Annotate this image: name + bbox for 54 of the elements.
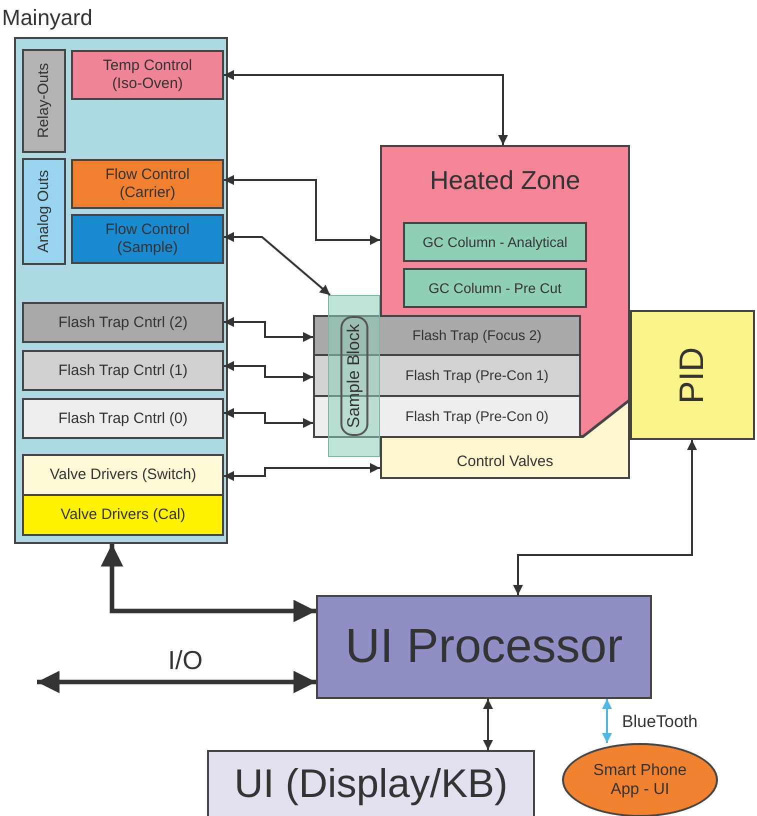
flow-control-box <box>71 214 224 264</box>
arrow <box>100 544 316 622</box>
gc-column-box <box>403 222 587 262</box>
ui-processor-box <box>316 595 652 699</box>
gc-column-box-text: GC Column - Pre Cut <box>428 280 562 296</box>
gc-column-box <box>403 268 587 308</box>
arrow <box>224 463 380 481</box>
arrow <box>224 361 313 382</box>
temp-control-box-text: Temp Control (Iso-Oven) <box>102 57 194 93</box>
sample-block-panel <box>328 295 380 457</box>
gc-column-box-text: GC Column - Analytical <box>422 234 568 250</box>
valve-driver-box-text: Valve Drivers (Switch) <box>50 466 196 484</box>
edge-label: I/O <box>168 645 203 676</box>
valve-driver-box-text: Valve Drivers (Cal) <box>60 506 186 524</box>
flow-control-box-text: Flow Control (Carrier) <box>104 166 191 202</box>
arrow <box>224 317 313 342</box>
arrow <box>224 232 331 296</box>
relay-outs-label-text: Relay-Outs <box>35 63 53 139</box>
flash-trap-box-text: Flash Trap (Focus 2) <box>412 327 542 344</box>
analog-outs-label-text: Analog Outs <box>35 170 53 253</box>
control-valves-panel-text: Control Valves <box>456 453 554 471</box>
ui-display-box <box>207 750 535 816</box>
ui-processor-box-text: UI Processor <box>345 619 623 676</box>
valve-driver-box <box>22 494 224 536</box>
phone-app-ellipse-text: Smart Phone App - UI <box>592 760 688 800</box>
ui-display-box-text: UI (Display/KB) <box>234 761 508 808</box>
flash-trap-control-box <box>22 398 224 439</box>
edge-label: BlueTooth <box>622 712 698 732</box>
flash-trap-control-box-text: Flash Trap Cntrl (1) <box>58 362 188 380</box>
flow-control-box-text: Flow Control (Sample) <box>104 221 191 257</box>
flash-trap-box-text: Flash Trap (Pre-Con 0) <box>405 408 549 425</box>
heated-zone-panel-text: Heated Zone <box>430 165 580 196</box>
flash-trap-box-text: Flash Trap (Pre-Con 1) <box>405 367 549 384</box>
pid-box-text: PID <box>672 346 712 404</box>
arrow <box>224 175 380 245</box>
sample-block-panel-text: Sample Block <box>340 316 368 436</box>
relay-outs-label <box>22 49 66 153</box>
flow-control-box <box>71 159 224 209</box>
analog-outs-label <box>22 158 66 265</box>
temp-control-box <box>71 50 224 100</box>
flash-trap-control-box <box>22 350 224 391</box>
flash-trap-control-box <box>22 302 224 343</box>
arrow <box>513 440 697 595</box>
arrow <box>483 699 493 750</box>
flash-trap-control-box-text: Flash Trap Cntrl (0) <box>58 410 188 428</box>
arrow <box>224 70 508 145</box>
pid-box <box>630 310 755 440</box>
flash-trap-control-box-text: Flash Trap Cntrl (2) <box>58 314 188 332</box>
board-heading: Mainyard <box>2 5 92 31</box>
valve-driver-box <box>22 454 224 496</box>
arrow <box>224 408 313 428</box>
arrow <box>37 670 316 694</box>
arrow <box>602 699 612 743</box>
control-valves-panel <box>380 400 630 479</box>
